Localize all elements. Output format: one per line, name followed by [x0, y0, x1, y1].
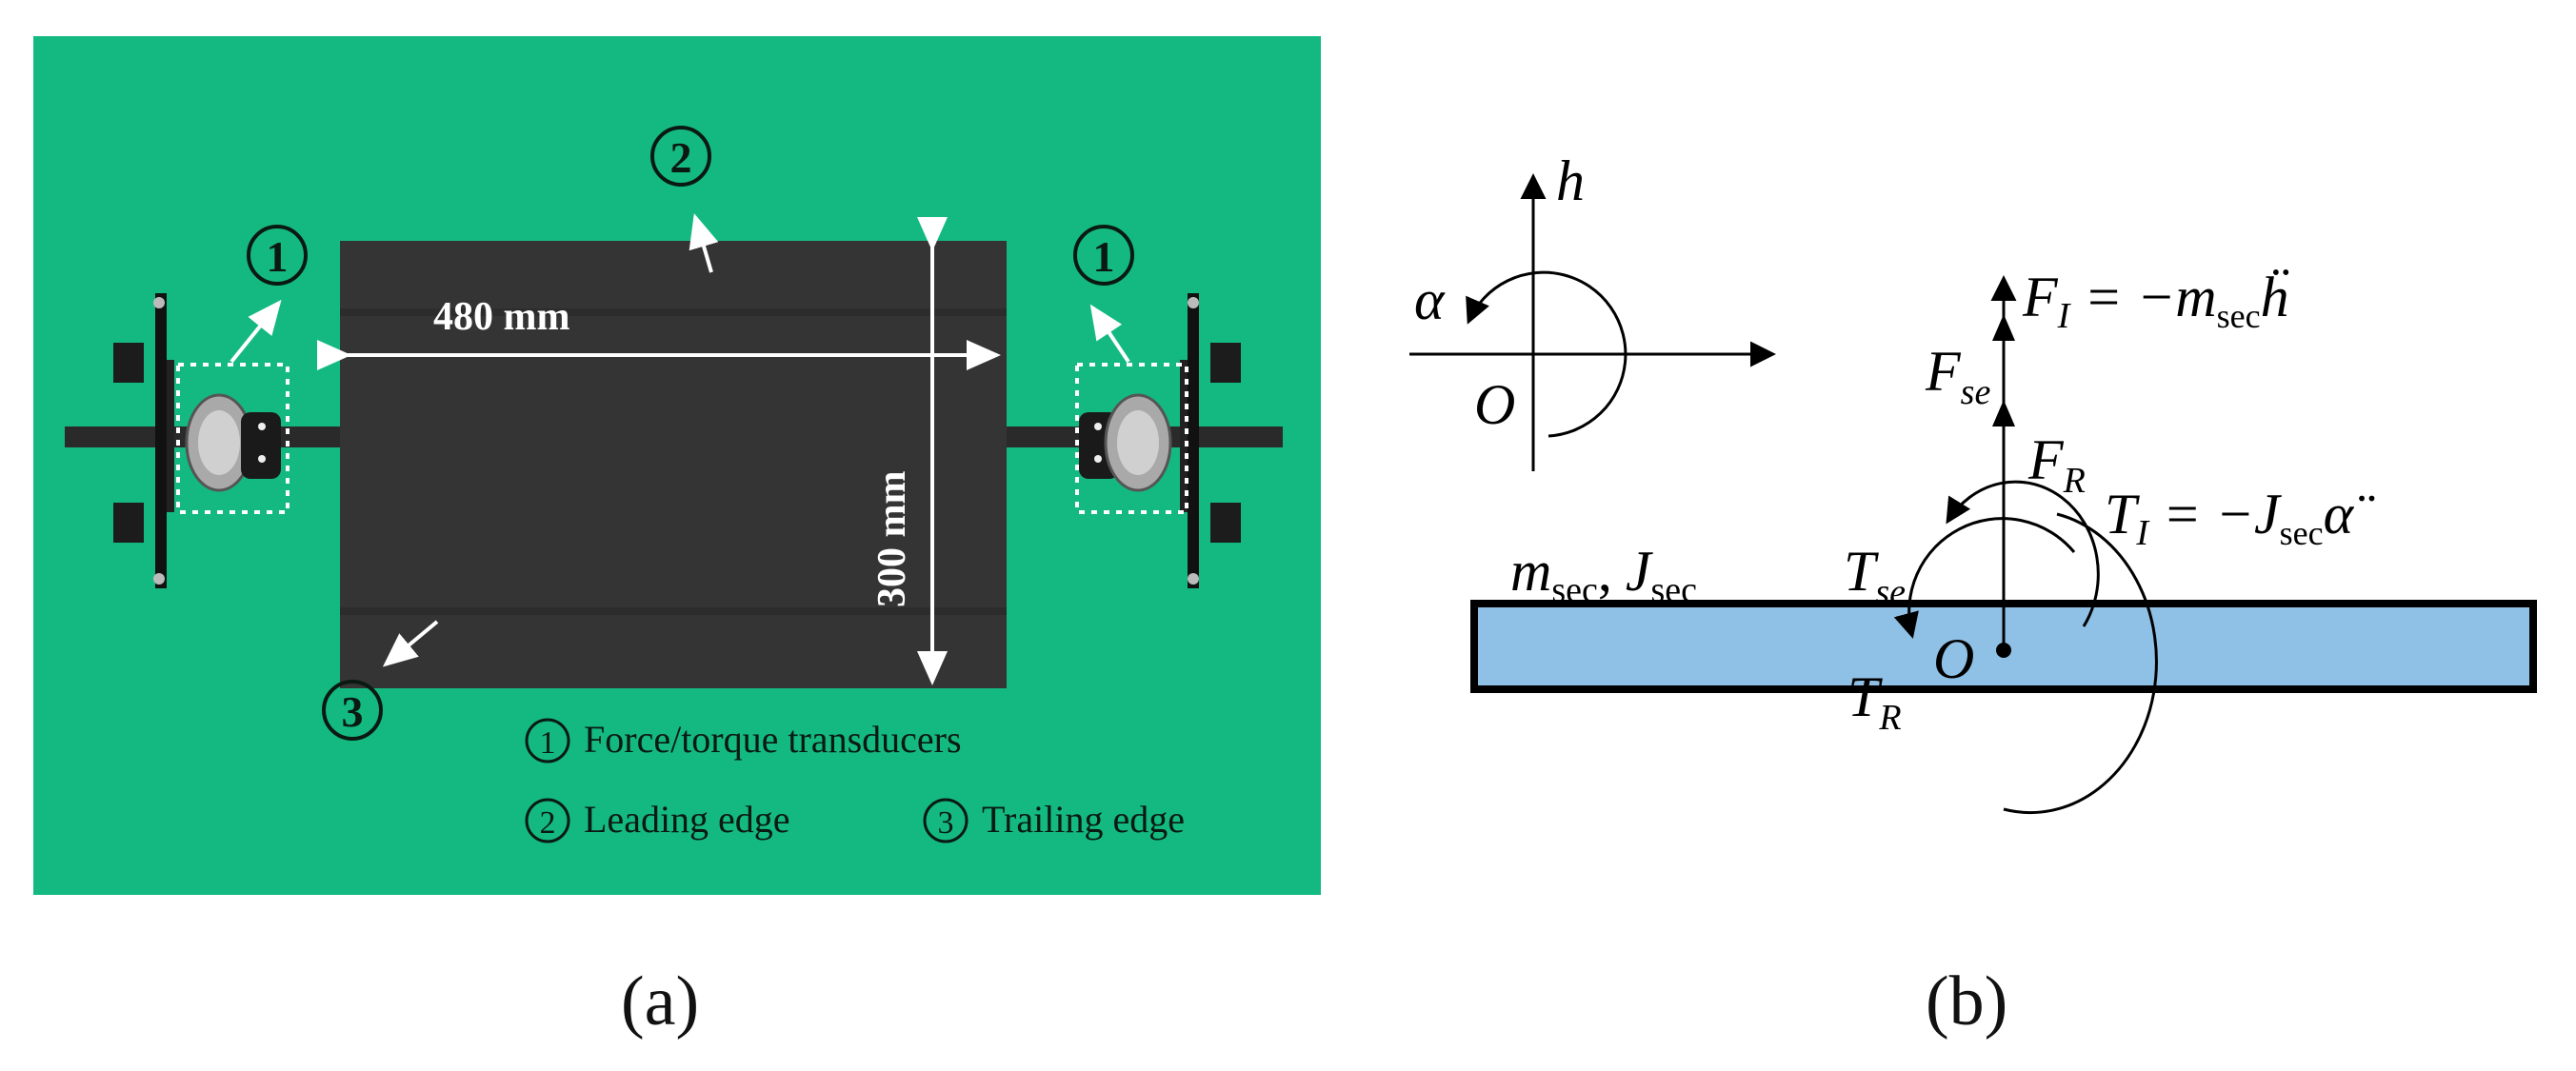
marker-right-transducer: 1 — [1073, 225, 1134, 286]
svg-text:1: 1 — [267, 232, 289, 281]
mass-inertia-label: msec,Jsec — [1510, 540, 1697, 610]
self-excited-force-label: Fse — [1925, 340, 1990, 412]
svg-text:2: 2 — [540, 805, 556, 841]
alpha-rotation-arrow — [1466, 270, 1627, 438]
inertial-moment-arc — [2003, 512, 2158, 815]
svg-text:FR: FR — [2027, 428, 2086, 501]
svg-text:Leading edge: Leading edge — [584, 798, 790, 841]
restoring-force-label: FR — [2027, 428, 2086, 501]
panel-b-diagram: h α O FI = −msecḧ Fse FR msec,Jsec — [1409, 149, 2537, 815]
right-transducer-pointer — [1089, 304, 1130, 364]
section-origin-label: O — [1933, 627, 1974, 690]
svg-text:Tse: Tse — [1844, 540, 1906, 612]
svg-text:1: 1 — [540, 725, 556, 761]
svg-text:Trailing edge: Trailing edge — [982, 798, 1185, 841]
svg-text:FI = −msecḧ: FI = −msecḧ — [2022, 266, 2289, 336]
coordinate-system: h α O — [1409, 149, 1776, 471]
svg-text:1: 1 — [1093, 232, 1115, 281]
wing-section-band-top — [340, 308, 1007, 316]
legend: 1 Force/torque transducers 2 Leading edg… — [525, 718, 1185, 843]
legend-item-leading-edge: 2 Leading edge — [525, 798, 790, 843]
left-transducer-pointer — [230, 299, 282, 364]
svg-text:msec,Jsec: msec,Jsec — [1510, 540, 1697, 610]
axis-alpha-label: α — [1414, 268, 1446, 331]
left-transducer-highlight — [176, 363, 290, 514]
origin-label: O — [1474, 373, 1515, 436]
self-excited-moment-arrow — [1946, 480, 2100, 627]
axis-h-label: h — [1556, 149, 1585, 212]
legend-item-transducers: 1 Force/torque transducers — [525, 718, 962, 764]
marker-leading-edge: 2 — [650, 126, 711, 187]
svg-text:3: 3 — [342, 687, 364, 736]
restoring-moment-label: TR — [1847, 665, 1902, 738]
svg-text:TR: TR — [1847, 665, 1902, 738]
marker-trailing-edge: 3 — [322, 680, 383, 741]
restoring-moment-arrow — [1893, 517, 2076, 639]
left-force-torque-transducer — [185, 393, 281, 492]
force-r-arrowhead — [1992, 400, 2015, 426]
height-dimension-label: 300 mm — [870, 471, 914, 607]
self-excited-moment-label: Tse — [1844, 540, 1906, 612]
svg-text:TI = −Jsecα̈: TI = −Jsecα̈ — [2105, 483, 2375, 553]
force-se-arrowhead — [1992, 314, 2015, 341]
inertial-force-label: FI = −msecḧ — [2022, 266, 2289, 336]
trailing-edge-pointer — [382, 620, 439, 667]
inertial-moment-label: TI = −Jsecα̈ — [2105, 483, 2375, 553]
leading-edge-pointer — [689, 213, 719, 273]
svg-text:2: 2 — [670, 133, 692, 182]
width-dimension-label: 480 mm — [433, 295, 569, 339]
marker-left-transducer: 1 — [247, 225, 308, 286]
svg-text:Fse: Fse — [1925, 340, 1990, 412]
right-transducer-highlight — [1075, 363, 1188, 514]
wing-section-band-bottom — [340, 607, 1007, 615]
right-force-torque-transducer — [1079, 393, 1172, 492]
caption-a: (a) — [621, 962, 700, 1041]
svg-text:3: 3 — [938, 805, 954, 841]
svg-text:Force/torque transducers: Force/torque transducers — [584, 718, 962, 761]
caption-b: (b) — [1926, 962, 2008, 1041]
legend-item-trailing-edge: 3 Trailing edge — [923, 798, 1185, 843]
panel-a-photo: 480 mm 300 mm 2 1 1 3 1 Force/torque tra… — [33, 36, 1321, 895]
